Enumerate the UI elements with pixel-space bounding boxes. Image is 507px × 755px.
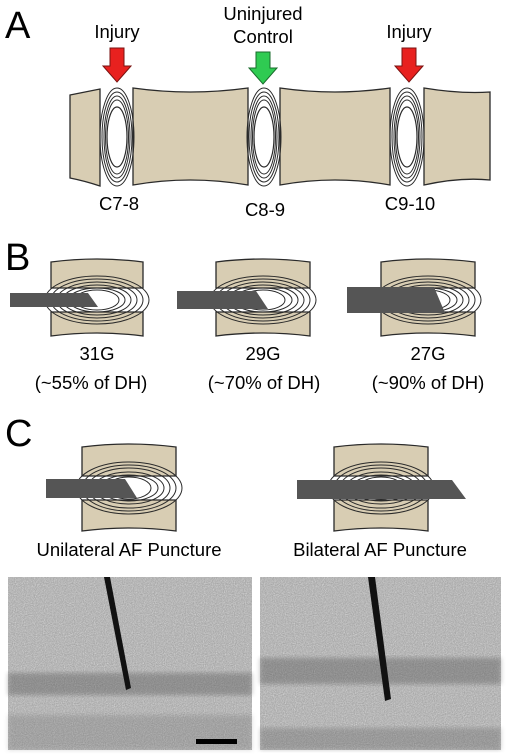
disc-c7-8 (99, 87, 135, 187)
xray-unilateral (8, 577, 252, 750)
percent-label-27g: (~90% of DH) (372, 372, 485, 393)
panel-c: C (5, 413, 501, 750)
injury-arrow-left (101, 47, 133, 83)
level-label-c9-10: C9-10 (385, 193, 435, 214)
panel-a-letter: A (5, 5, 31, 47)
panel-b: B (5, 237, 484, 393)
xray-bilateral (260, 577, 501, 750)
unilateral-label: Unilateral AF Puncture (36, 539, 221, 560)
gauge-label-29g: 29G (246, 343, 281, 364)
needle-shadow-unilateral (104, 577, 131, 690)
control-arrow (247, 51, 279, 85)
injury-label-right: Injury (386, 21, 432, 42)
needle-27g (347, 287, 445, 313)
panel-b-letter: B (5, 237, 30, 279)
nucleus (253, 106, 275, 168)
needle-29g (177, 291, 268, 309)
needle-shadow-bilateral (368, 577, 391, 701)
nucleus (106, 106, 128, 168)
level-label-c8-9: C8-9 (245, 199, 285, 220)
scale-bar (196, 739, 237, 744)
nucleus (396, 106, 418, 168)
injury-arrow-right (393, 47, 425, 83)
disc-unit-31g (10, 258, 150, 337)
control-label-line1: Uninjured (223, 3, 302, 24)
vertebra-4 (423, 87, 491, 186)
needle-bilateral (297, 480, 466, 499)
disc-c9-10 (389, 87, 425, 187)
vertebra-3 (279, 87, 391, 186)
level-label-c7-8: C7-8 (99, 193, 139, 214)
injury-label-left: Injury (94, 21, 140, 42)
panel-a: A Injury Uninjured Control Injury (5, 3, 491, 220)
needle-31g (10, 293, 98, 307)
gauge-label-31g: 31G (80, 343, 115, 364)
needle-unilateral (46, 479, 137, 498)
disc-unit-29g (177, 258, 317, 337)
disc-unit-unilateral (46, 443, 183, 532)
panel-c-letter: C (5, 413, 32, 455)
disc-c8-9 (246, 87, 282, 187)
disc-unit-27g (347, 258, 482, 337)
control-label-line2: Control (233, 26, 293, 47)
disc-unit-bilateral (297, 443, 466, 532)
bilateral-label: Bilateral AF Puncture (293, 539, 467, 560)
vertebra-1 (69, 88, 101, 187)
vertebra-2 (132, 87, 249, 186)
gauge-label-27g: 27G (411, 343, 446, 364)
percent-label-31g: (~55% of DH) (35, 372, 148, 393)
tail-vertebrae (69, 87, 491, 187)
percent-label-29g: (~70% of DH) (208, 372, 321, 393)
